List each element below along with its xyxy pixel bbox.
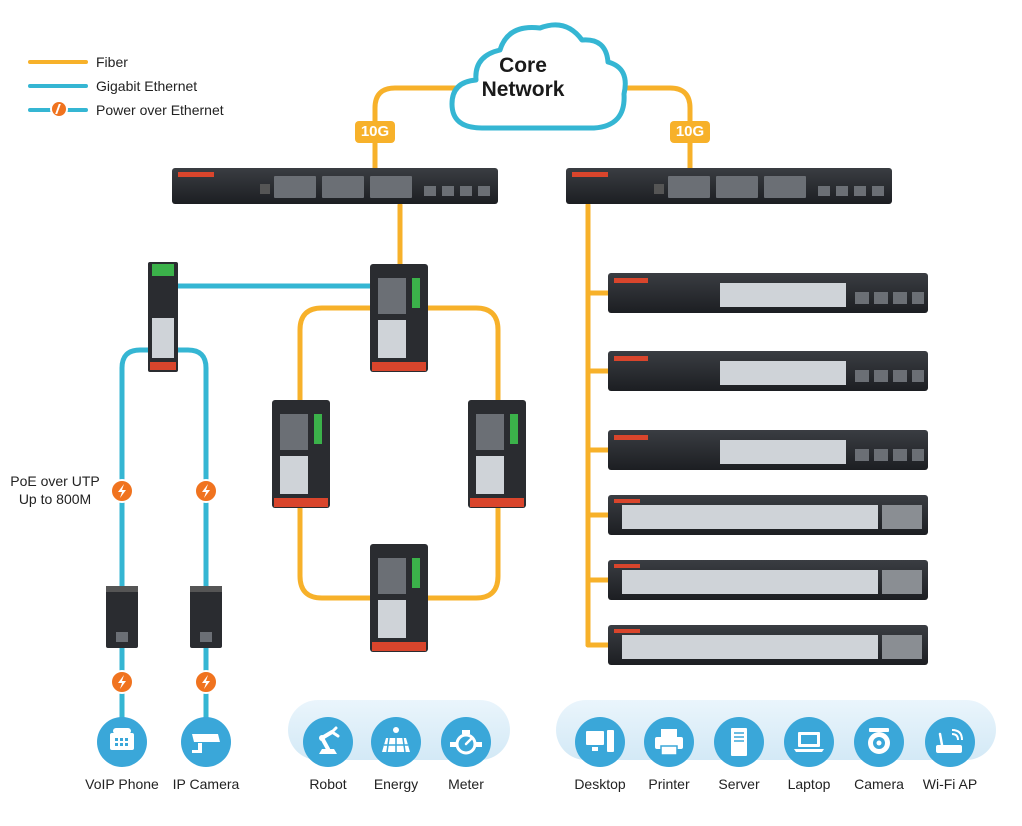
wifi-ap-label: Wi-Fi AP <box>922 776 978 792</box>
desktop-icon <box>575 717 625 767</box>
server-icon <box>714 717 764 767</box>
access-switch <box>608 351 928 391</box>
camera-label: Camera <box>854 776 904 792</box>
robot-label: Robot <box>309 776 347 792</box>
access-switch <box>608 430 928 470</box>
core-switch-right <box>566 168 892 204</box>
meter-label: Meter <box>448 776 484 792</box>
printer-label: Printer <box>648 776 690 792</box>
dome-camera-icon <box>854 717 904 767</box>
poe-extender <box>190 586 222 648</box>
access-switch <box>608 625 928 665</box>
poe-switch-compact <box>148 262 178 372</box>
access-switch <box>608 560 928 600</box>
energy-label: Energy <box>373 776 419 792</box>
poe-bolt-icon <box>50 100 68 118</box>
ip-camera-label: IP Camera <box>172 776 240 792</box>
core-network-cloud-icon <box>449 22 628 131</box>
legend-fiber: Fiber <box>28 52 128 72</box>
server-label: Server <box>718 776 760 792</box>
phone-icon <box>97 717 147 767</box>
poe-marker-icon <box>194 670 218 694</box>
core-switch-left <box>172 168 498 204</box>
access-switch-stack <box>608 273 928 665</box>
laptop-label: Laptop <box>787 776 831 792</box>
uplink-right-badge: 10G <box>670 121 710 143</box>
core-network-label: Core Network <box>468 54 578 102</box>
fiber-links <box>297 85 693 648</box>
access-switch <box>608 495 928 535</box>
printer-icon <box>644 717 694 767</box>
cloud-line-2: Network <box>481 78 565 101</box>
ring-switch-top <box>370 264 428 372</box>
poe-markers <box>110 479 218 694</box>
poe-note-line-2: Up to 800M <box>18 491 92 507</box>
uplink-left-badge: 10G <box>355 121 395 143</box>
access-switch <box>608 273 928 313</box>
cctv-camera-icon <box>181 717 231 767</box>
poe-line-swatch <box>28 100 88 118</box>
legend-poe: Power over Ethernet <box>28 100 224 120</box>
poe-note-line-1: PoE over UTP <box>10 473 100 489</box>
meter-icon <box>441 717 491 767</box>
solar-panel-icon <box>371 717 421 767</box>
ring-switch-bottom <box>370 544 428 652</box>
poe-marker-icon <box>110 670 134 694</box>
fiber-line-swatch <box>28 60 88 64</box>
gigabit-line-swatch <box>28 84 88 88</box>
poe-marker-icon <box>194 479 218 503</box>
poe-extender <box>106 586 138 648</box>
poe-marker-icon <box>110 479 134 503</box>
legend-poe-label: Power over Ethernet <box>96 102 224 118</box>
voip-phone-label: VoIP Phone <box>85 776 159 792</box>
legend-gigabit-label: Gigabit Ethernet <box>96 78 198 94</box>
desktop-label: Desktop <box>574 776 626 792</box>
ring-switch-right <box>468 400 526 508</box>
cloud-line-1: Core <box>499 54 547 77</box>
robot-arm-icon <box>303 717 353 767</box>
laptop-icon <box>784 717 834 767</box>
ring-switch-left <box>272 400 330 508</box>
legend-fiber-label: Fiber <box>96 54 128 70</box>
legend-gigabit: Gigabit Ethernet <box>28 76 197 96</box>
endpoint-icons <box>97 717 975 767</box>
wifi-ap-icon <box>925 717 975 767</box>
poe-distance-note: PoE over UTP Up to 800M <box>10 472 100 508</box>
